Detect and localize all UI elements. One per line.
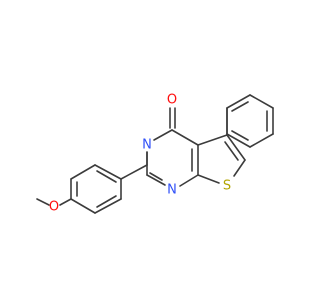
bond [59, 198, 72, 206]
bond [94, 164, 122, 180]
bond [171, 129, 199, 146]
oxygen-carbonyl-label: O [167, 93, 177, 108]
bond [94, 198, 122, 214]
nitrogen-1-label: N [167, 183, 177, 198]
bond [249, 94, 274, 109]
bond [36, 198, 50, 206]
molecule-canvas: O N O N [36, 92, 274, 215]
bond [197, 134, 228, 146]
bond [249, 133, 274, 148]
bond [153, 129, 173, 141]
bond [197, 174, 220, 184]
double-bond [146, 174, 166, 186]
benzyl-linker [120, 151, 148, 180]
double-bond [96, 195, 117, 208]
nitrogen-3-label: N [142, 138, 152, 153]
double-bond [96, 170, 117, 183]
double-bond [231, 130, 249, 141]
bond [226, 134, 246, 161]
phenyl-ring [226, 94, 274, 148]
bond [226, 94, 251, 109]
pyrimidinone-ring: N O N [142, 93, 199, 198]
methoxyphenyl-ring [70, 164, 122, 214]
methoxy-group: O [36, 198, 72, 215]
double-bond [224, 141, 239, 161]
thiophene-ring: S [197, 134, 246, 194]
double-bond [149, 172, 163, 181]
molecule-structure: O N O N [36, 93, 274, 215]
bond [120, 164, 148, 180]
oxygen-methoxy-label: O [49, 200, 59, 215]
bond [233, 159, 246, 177]
sulfur-label: S [223, 179, 231, 194]
bond [70, 164, 96, 180]
bond [226, 133, 251, 148]
double-bond [231, 101, 249, 112]
bond [70, 198, 96, 214]
bond [179, 174, 199, 187]
